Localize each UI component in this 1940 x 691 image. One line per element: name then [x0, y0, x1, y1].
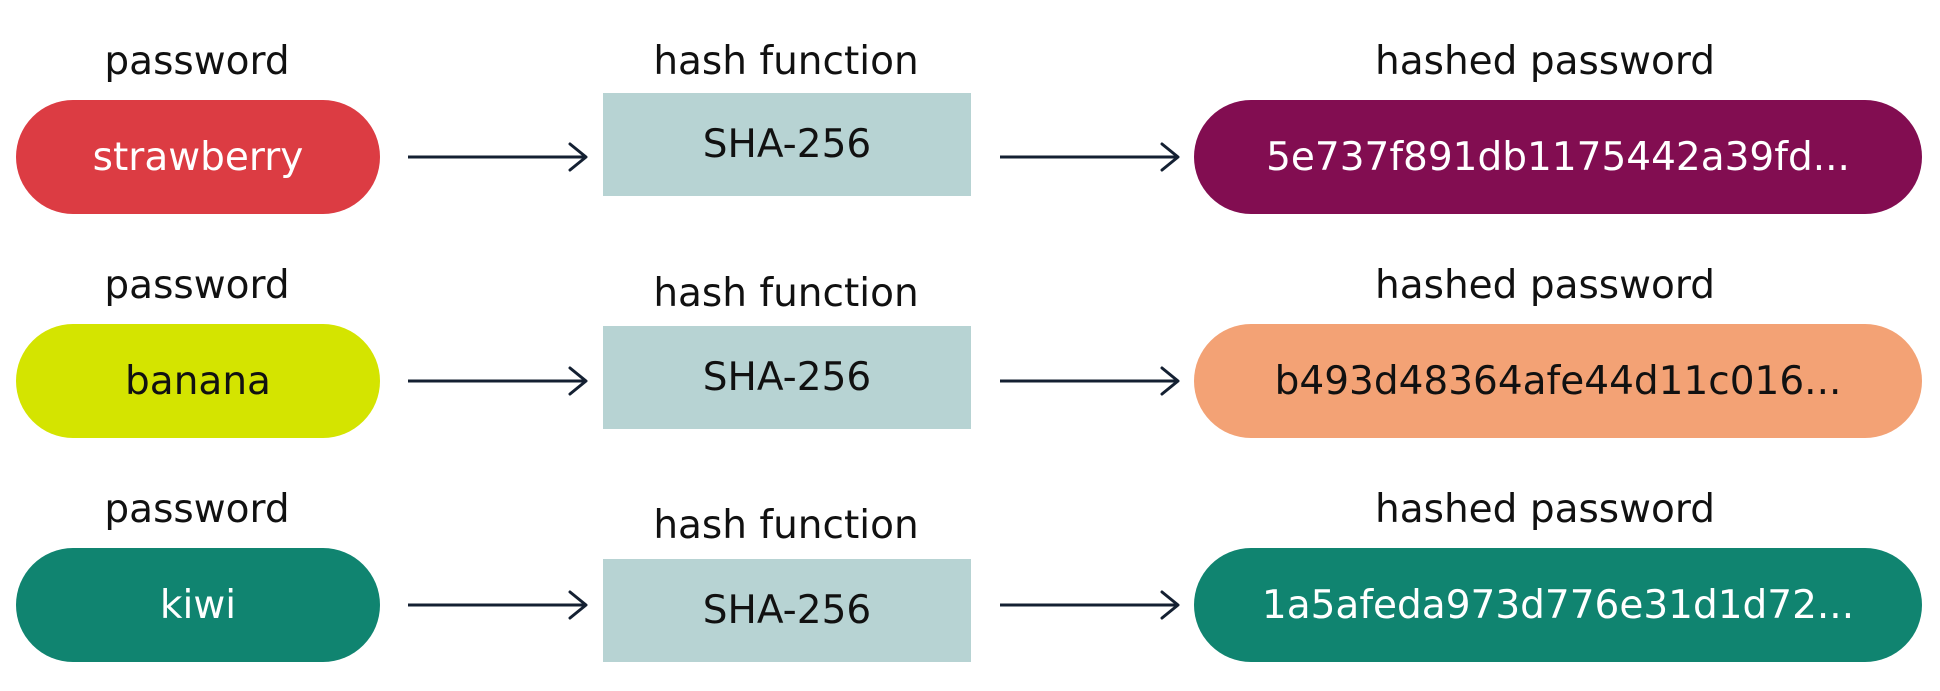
function-label: hash function [653, 271, 919, 316]
password-value: banana [125, 358, 271, 404]
function-label: hash function [653, 39, 919, 84]
arrow-right-icon [1000, 366, 1180, 396]
arrow-right-icon [408, 366, 588, 396]
arrow-right-icon [408, 142, 588, 172]
hashed-password-value: b493d48364afe44d11c016... [1274, 358, 1842, 404]
hashed-password-label: hashed password [1375, 263, 1715, 308]
password-pill: strawberry [16, 100, 380, 214]
hash-row: password banana hash function SHA-256 ha… [0, 224, 1940, 438]
hash-function-box: SHA-256 [603, 93, 971, 196]
password-label: password [104, 39, 290, 84]
hashed-password-pill: 5e737f891db1175442a39fd... [1194, 100, 1922, 214]
hashed-password-pill: b493d48364afe44d11c016... [1194, 324, 1922, 438]
password-label: password [104, 487, 290, 532]
hash-row: password kiwi hash function SHA-256 hash… [0, 448, 1940, 662]
password-value: kiwi [159, 582, 237, 628]
hashed-password-label: hashed password [1375, 487, 1715, 532]
hashed-password-value: 1a5afeda973d776e31d1d72... [1261, 582, 1855, 628]
arrow-right-icon [1000, 142, 1180, 172]
hash-function-name: SHA-256 [702, 355, 872, 400]
hashed-password-label: hashed password [1375, 39, 1715, 84]
hash-function-box: SHA-256 [603, 326, 971, 429]
password-pill: banana [16, 324, 380, 438]
hash-function-name: SHA-256 [702, 588, 872, 633]
hash-function-name: SHA-256 [702, 122, 872, 167]
hash-row: password strawberry hash function SHA-25… [0, 0, 1940, 214]
password-value: strawberry [92, 134, 304, 180]
hash-function-box: SHA-256 [603, 559, 971, 662]
hashed-password-pill: 1a5afeda973d776e31d1d72... [1194, 548, 1922, 662]
password-pill: kiwi [16, 548, 380, 662]
hashed-password-value: 5e737f891db1175442a39fd... [1266, 134, 1850, 180]
password-label: password [104, 263, 290, 308]
arrow-right-icon [1000, 590, 1180, 620]
function-label: hash function [653, 503, 919, 548]
arrow-right-icon [408, 590, 588, 620]
